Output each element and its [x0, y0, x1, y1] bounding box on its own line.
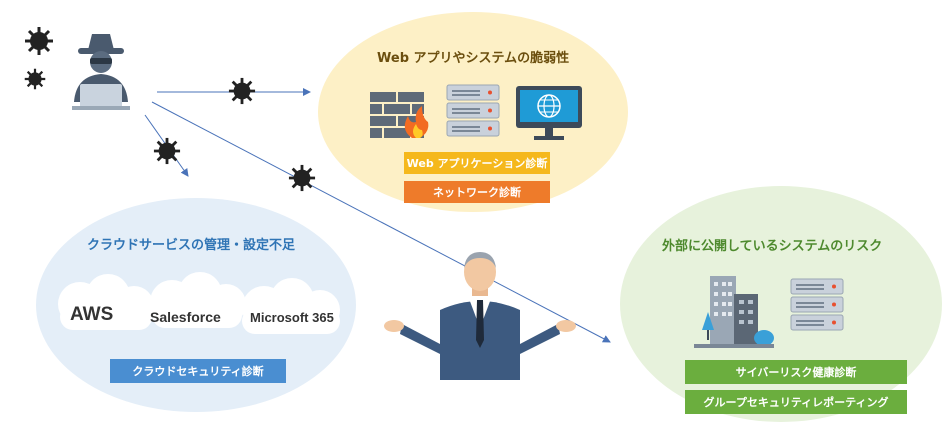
server-icon: [790, 278, 844, 331]
external-risk-title: 外部に公開しているシステムのリスク: [662, 239, 883, 254]
arrow-to-external: [151, 101, 611, 343]
virus-icon: [153, 137, 181, 165]
web-vulnerability-title: Web アプリやシステムの脆弱性: [377, 51, 570, 66]
web-app-diagnosis-tag[interactable]: Web アプリケーション診断: [404, 152, 550, 174]
microsoft365-label: Microsoft 365: [250, 310, 334, 325]
cloud-security-diagnosis-tag[interactable]: クラウドセキュリティ診断: [110, 359, 286, 383]
server-icon: [446, 84, 500, 137]
virus-icon: [24, 68, 46, 90]
cloud-icon: [58, 274, 154, 330]
businessman-icon: [384, 252, 576, 380]
salesforce-label: Salesforce: [150, 309, 221, 325]
aws-label: AWS: [70, 304, 114, 325]
monitor-globe-icon: [516, 86, 582, 140]
cloud-icon: [150, 272, 246, 328]
network-diagnosis-tag[interactable]: ネットワーク診断: [404, 181, 550, 203]
virus-icon: [288, 164, 316, 192]
virus-icon: [25, 27, 53, 55]
firewall-icon: [370, 92, 429, 138]
cloud-icon: [242, 278, 340, 334]
virus-icon: [228, 77, 256, 105]
group-security-reporting-tag[interactable]: グループセキュリティレポーティング: [685, 390, 907, 414]
cyber-risk-checkup-tag[interactable]: サイバーリスク健康診断: [685, 360, 907, 384]
buildings-icon: [694, 276, 774, 348]
hacker-icon: [72, 34, 130, 110]
cloud-misconfig-title: クラウドサービスの管理・設定不足: [87, 238, 296, 253]
